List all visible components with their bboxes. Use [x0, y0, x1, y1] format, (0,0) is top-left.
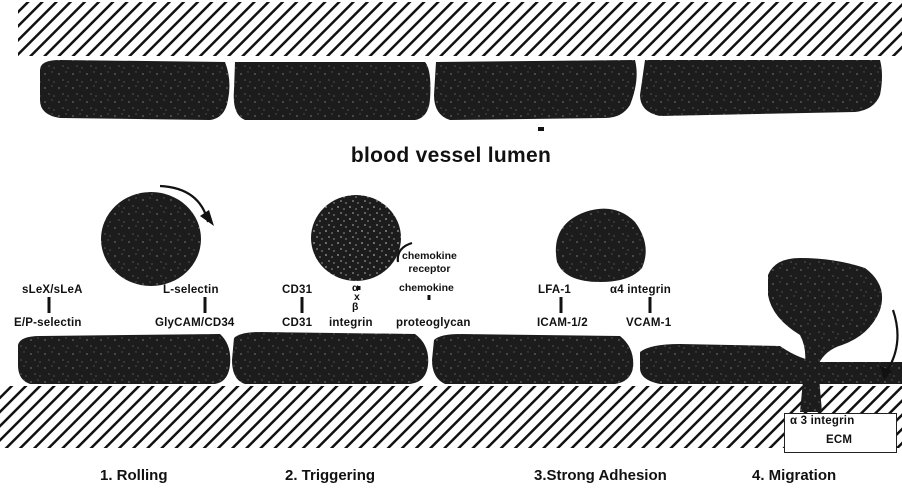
- ep-selectin-label: E/P-selectin: [14, 318, 82, 330]
- endothelial-cell: [640, 344, 902, 384]
- selectin-label: L-selectin: [163, 285, 219, 297]
- leukocyte-rolling: [101, 192, 201, 286]
- stage-label-adhesion: 3.Strong Adhesion: [534, 468, 667, 483]
- endothelial-cell: [432, 334, 633, 384]
- vessel-lumen-title: blood vessel lumen: [0, 145, 902, 166]
- stage-label-migration: 4. Migration: [752, 468, 836, 483]
- endothelial-cell: [232, 332, 428, 384]
- rolling-arrowhead: [200, 210, 214, 226]
- chemokine-label: chemokine: [399, 283, 454, 294]
- ecm-label: ECM: [826, 435, 852, 447]
- a3-integrin-label: α 3 integrin: [790, 416, 854, 428]
- endothelial-cell: [40, 60, 229, 120]
- bottom-vessel-wall: [0, 386, 902, 448]
- vcam-label: VCAM-1: [626, 318, 671, 330]
- ligand-label: sLeX/sLeA: [22, 285, 83, 297]
- leukocyte-triggering: [311, 195, 401, 281]
- beta-label: β: [352, 302, 358, 313]
- lumen-dot: [538, 127, 544, 131]
- ligand-text: sLeX/sLeA: [22, 284, 83, 296]
- stage-label-triggering: 2. Triggering: [285, 468, 375, 483]
- integrin-label: integrin: [329, 318, 373, 330]
- endothelial-cell: [640, 60, 882, 116]
- glycam-label: GlyCAM/CD34: [155, 318, 235, 330]
- cd31-top-label: CD31: [282, 285, 312, 297]
- endothelial-cell: [18, 334, 230, 384]
- leukocyte-adhesion: [556, 209, 646, 282]
- stage-label-rolling: 1. Rolling: [100, 468, 168, 483]
- chemokine-receptor-label: chemokine receptor: [402, 250, 457, 276]
- top-vessel-wall: [18, 2, 902, 56]
- top-endothelium: [40, 60, 882, 131]
- endothelial-cell: [434, 60, 637, 120]
- icam-label: ICAM-1/2: [537, 318, 588, 330]
- endothelial-cell: [234, 62, 431, 120]
- cd31-bottom-label: CD31: [282, 318, 312, 330]
- lfa1-label: LFA-1: [538, 285, 571, 297]
- proteoglycan-label: proteoglycan: [396, 318, 471, 330]
- bottom-endothelium: [18, 332, 902, 384]
- a4-integrin-label: α4 integrin: [610, 285, 671, 297]
